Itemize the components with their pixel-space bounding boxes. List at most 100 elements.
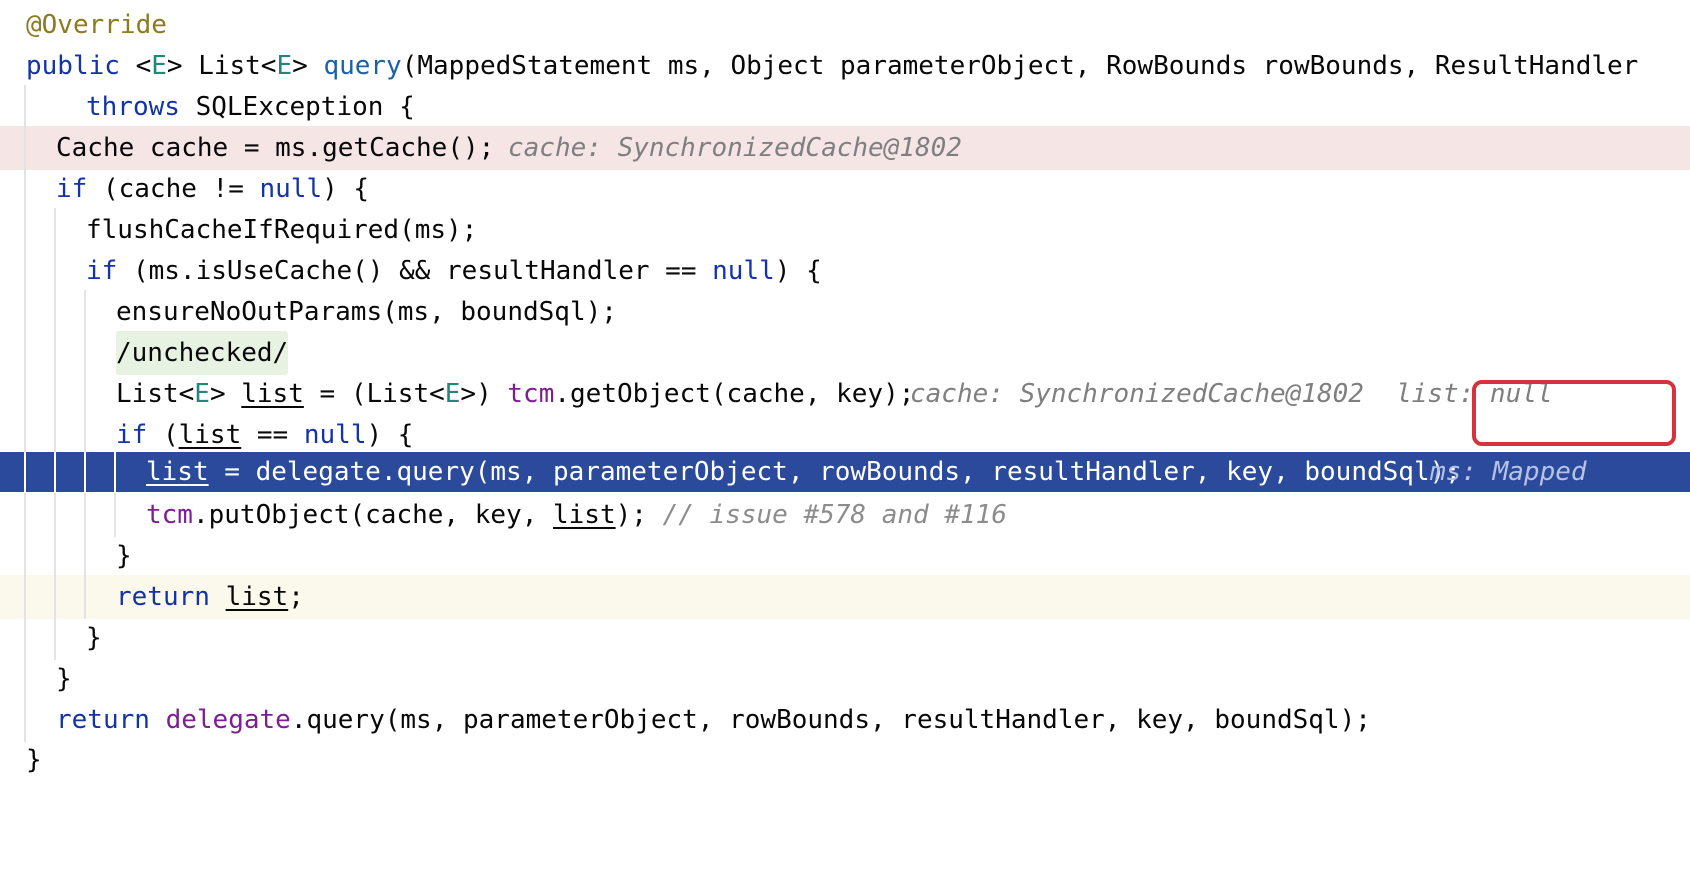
code-line-13[interactable]: tcm.putObject(cache, key, list); // issu… — [0, 493, 1690, 537]
code-token: (ms.isUseCache() && resultHandler == — [117, 256, 713, 286]
code-line-3[interactable]: throws SQLException { — [0, 85, 1690, 129]
indent-guide — [24, 85, 26, 129]
code-line-8[interactable]: ensureNoOutParams(ms, boundSql); — [0, 290, 1690, 334]
type-param: E — [151, 51, 167, 81]
indent-guide — [54, 616, 56, 660]
code-token: ) { — [774, 256, 822, 286]
closing-brace: } — [116, 541, 132, 571]
return-statement: return list; — [116, 575, 304, 619]
indent-guide — [24, 698, 26, 742]
indent-guide — [84, 534, 86, 578]
return-statement: return delegate.query(ms, parameterObjec… — [56, 698, 1371, 742]
inline-debug-value: cache: SynchronizedCache@1802 — [508, 133, 962, 163]
code-token: ) { — [366, 420, 414, 450]
inspection-suppression-tag[interactable]: /unchecked/ — [116, 331, 289, 375]
indent-guide — [54, 413, 56, 457]
indent-guide — [54, 493, 56, 537]
throws-clause: throws SQLException { — [86, 85, 415, 129]
code-statement: ensureNoOutParams(ms, boundSql); — [116, 297, 617, 327]
variable-list[interactable]: list — [178, 420, 242, 450]
code-line-2[interactable]: public <E> List<E> query(MappedStatement… — [0, 44, 1690, 88]
indent-guide — [54, 249, 56, 293]
field-tcm[interactable]: tcm — [146, 500, 193, 530]
code-token: ; — [288, 582, 304, 612]
indent-guide — [84, 575, 86, 619]
code-comment: // issue #578 and #116 — [662, 500, 1007, 530]
variable-list[interactable]: list — [146, 457, 209, 487]
field-tcm[interactable]: tcm — [507, 379, 555, 409]
keyword-return: return — [116, 582, 210, 612]
code-line-17[interactable]: } — [0, 657, 1690, 701]
type-param: E — [276, 51, 293, 81]
method-signature: public <E> List<E> query(MappedStatement… — [26, 44, 1638, 88]
closing-brace: } — [26, 745, 42, 775]
annotation-override: @Override — [26, 10, 167, 40]
indent-guide — [24, 493, 26, 537]
field-delegate[interactable]: delegate — [165, 705, 291, 735]
code-statement: flushCacheIfRequired(ms); — [86, 215, 478, 245]
code-statement: List<E> list = (List<E>) tcm.getObject(c… — [116, 372, 914, 416]
code-token: == — [241, 420, 304, 450]
code-token — [150, 705, 166, 735]
keyword-null: null — [712, 256, 775, 286]
indent-guide — [84, 290, 86, 334]
indent-guide — [84, 413, 86, 457]
highlight-box-list-null — [1472, 380, 1676, 446]
code-line-12-execution-point[interactable]: list = delegate.query(ms, parameterObjec… — [0, 452, 1690, 492]
keyword-throws: throws — [86, 92, 180, 122]
code-editor[interactable]: @Override public <E> List<E> query(Mappe… — [0, 0, 1690, 840]
code-token: List< — [116, 379, 195, 409]
indent-guide — [24, 290, 26, 334]
keyword-public: public — [26, 51, 120, 81]
code-token: .putObject(cache, key, — [192, 500, 553, 530]
code-line-1[interactable]: @Override — [0, 3, 1690, 47]
code-line-18[interactable]: return delegate.query(ms, parameterObjec… — [0, 698, 1690, 742]
variable-list[interactable]: list — [553, 500, 616, 530]
field-delegate[interactable]: delegate — [255, 457, 381, 487]
code-token: > List< — [166, 51, 277, 81]
indent-guide — [54, 575, 56, 619]
indent-guide — [84, 493, 86, 537]
code-line-5[interactable]: if (cache != null) { — [0, 167, 1690, 211]
code-token: SQLException { — [179, 92, 415, 122]
indent-guide — [114, 452, 116, 492]
code-token: .query(ms, parameterObject, rowBounds, r… — [290, 705, 1371, 735]
code-line-4[interactable]: Cache cache = ms.getCache(); cache: Sync… — [0, 126, 1690, 170]
indent-guide — [24, 372, 26, 416]
indent-guide — [24, 575, 26, 619]
variable-list[interactable]: list — [241, 379, 304, 409]
code-line-14[interactable]: } — [0, 534, 1690, 578]
code-line-9[interactable]: /unchecked/ — [0, 331, 1690, 375]
code-token: < — [119, 51, 152, 81]
code-line-10[interactable]: List<E> list = (List<E>) tcm.getObject(c… — [0, 372, 1690, 416]
code-line-19[interactable]: } — [0, 738, 1690, 782]
type-param: E — [194, 379, 210, 409]
indent-guide — [24, 126, 26, 170]
code-token: = — [208, 457, 256, 487]
indent-guide — [24, 657, 26, 701]
indent-guide — [24, 208, 26, 252]
closing-brace: } — [56, 664, 72, 694]
code-line-6[interactable]: flushCacheIfRequired(ms); — [0, 208, 1690, 252]
indent-guide — [54, 208, 56, 252]
code-token: > — [292, 51, 324, 81]
indent-guide — [54, 452, 56, 492]
indent-guide — [24, 413, 26, 457]
variable-list[interactable]: list — [225, 582, 289, 612]
indent-guide — [24, 249, 26, 293]
code-statement: Cache cache = ms.getCache(); — [56, 133, 495, 163]
indent-guide — [24, 452, 26, 492]
keyword-return: return — [56, 705, 150, 735]
code-line-7[interactable]: if (ms.isUseCache() && resultHandler == … — [0, 249, 1690, 293]
code-token: = (List< — [303, 379, 445, 409]
code-token: >) — [460, 379, 508, 409]
code-line-16[interactable]: } — [0, 616, 1690, 660]
closing-brace: } — [86, 623, 102, 653]
code-line-15[interactable]: return list; — [0, 575, 1690, 619]
code-line-11[interactable]: if (list == null) { — [0, 413, 1690, 457]
method-params: (MappedStatement ms, Object parameterObj… — [401, 51, 1639, 81]
indent-guide — [24, 331, 26, 375]
indent-guide — [84, 372, 86, 416]
indent-guide — [24, 167, 26, 211]
code-token: .getObject(cache, key); — [554, 379, 915, 409]
